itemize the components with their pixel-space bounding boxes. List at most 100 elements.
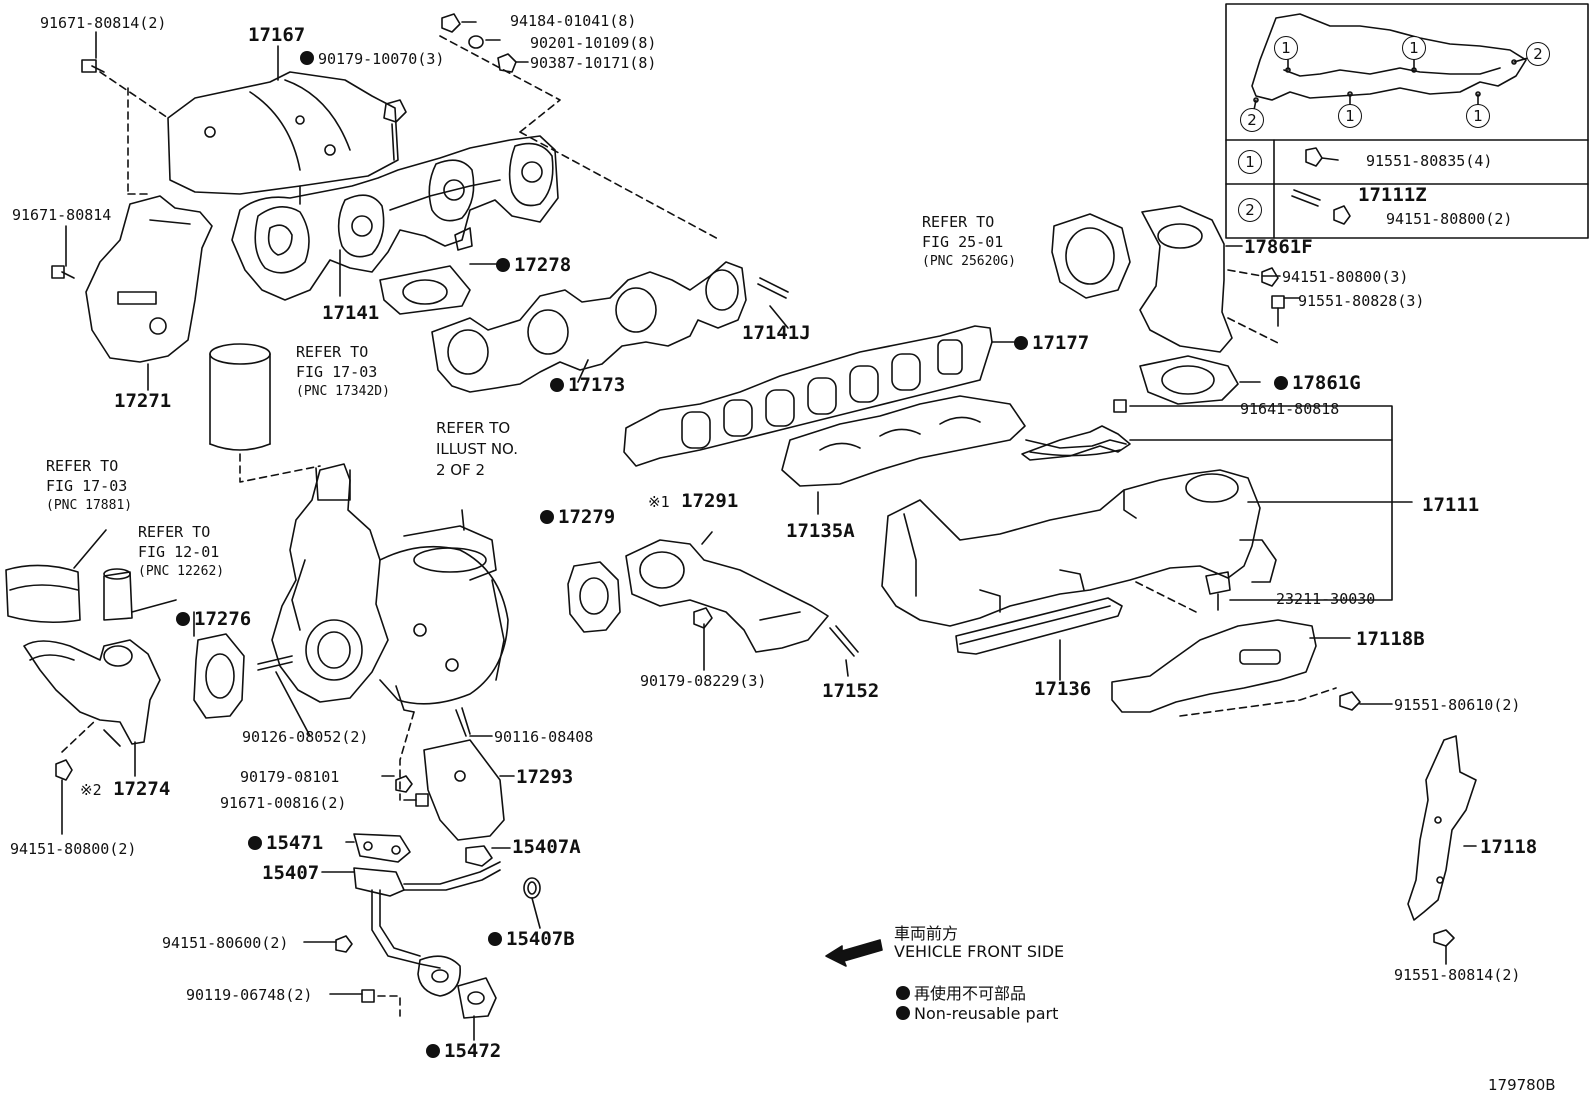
- part-15407[interactable]: 15407: [262, 862, 320, 884]
- legend-text: Non-reusable part: [914, 1004, 1059, 1023]
- inset-box: [1225, 3, 1589, 239]
- part-17141J[interactable]: 17141J: [742, 322, 811, 344]
- non-reusable-dot-icon: [1014, 336, 1028, 350]
- part-15407B[interactable]: 15407B: [488, 928, 575, 950]
- part-17173[interactable]: 17173: [550, 374, 625, 396]
- part-17293[interactable]: 17293: [516, 766, 574, 788]
- inset-part-94151-80800[interactable]: 94151-80800(2): [1386, 210, 1513, 228]
- part-number: 17291: [681, 490, 739, 512]
- refer-note-illust[interactable]: REFER TO ILLUST NO. 2 OF 2: [436, 418, 518, 481]
- sensor-23211-30030: [1205, 571, 1231, 611]
- part-94151-80800-3[interactable]: 94151-80800(3): [1282, 268, 1409, 286]
- refer-note-25620G[interactable]: REFER TO FIG 25-01 (PNC 25620G): [922, 212, 1016, 272]
- plate-17136: [955, 597, 1123, 655]
- part-17141[interactable]: 17141: [322, 302, 380, 324]
- part-91551-80828[interactable]: 91551-80828(3): [1298, 292, 1425, 310]
- part-91641-80818[interactable]: 91641-80818: [1240, 400, 1340, 418]
- refer-note-12262[interactable]: REFER TO FIG 12-01 (PNC 12262): [138, 522, 224, 582]
- part-91551-80814-2[interactable]: 91551-80814(2): [1394, 966, 1521, 984]
- gasket-17861G: [1139, 355, 1239, 405]
- insulator-17118B: [1111, 619, 1317, 713]
- pipe-17342D-ref: [209, 343, 271, 451]
- part-17111[interactable]: 17111: [1422, 494, 1480, 516]
- part-17279[interactable]: 17279: [540, 506, 615, 528]
- part-90387-10171[interactable]: 90387-10171(8): [530, 54, 657, 72]
- part-90179-10070[interactable]: 90179-10070(3): [300, 50, 444, 68]
- part-15471[interactable]: 15471: [248, 832, 323, 854]
- legend-text: 再使用不可部品: [914, 984, 1027, 1003]
- non-reusable-dot-icon: [1274, 376, 1288, 390]
- ref-line-2: FIG 12-01: [138, 543, 220, 561]
- part-90179-08101[interactable]: 90179-08101: [240, 768, 340, 786]
- nut-94151-80600: [335, 935, 353, 953]
- part-94184-01041[interactable]: 94184-01041(8): [510, 12, 637, 30]
- nut-94184: [441, 13, 461, 33]
- hose-17881-ref: [5, 564, 81, 624]
- part-17152[interactable]: 17152: [822, 680, 880, 702]
- part-17118B[interactable]: 17118B: [1356, 628, 1425, 650]
- exhaust-pipe-17291: [625, 539, 829, 653]
- turbocharger: [271, 463, 509, 713]
- non-reusable-dot-icon: [426, 1044, 440, 1058]
- part-15407A[interactable]: 15407A: [512, 836, 581, 858]
- bolt-91671-80814-top: [81, 59, 105, 73]
- part-91671-80814[interactable]: 91671-80814: [12, 206, 112, 224]
- bolt-90119-06748: [361, 989, 375, 1003]
- non-reusable-dot-icon: [176, 612, 190, 626]
- part-17861F[interactable]: 17861F: [1244, 236, 1313, 258]
- inset-row2-num: 2: [1238, 198, 1262, 222]
- part-94151-80800-2[interactable]: 94151-80800(2): [10, 840, 137, 858]
- part-17167[interactable]: 17167: [248, 24, 306, 46]
- part-90126-08052[interactable]: 90126-08052(2): [242, 728, 369, 746]
- part-90119-06748[interactable]: 90119-06748(2): [186, 986, 313, 1004]
- part-17861G[interactable]: 17861G: [1274, 372, 1361, 394]
- part-17271[interactable]: 17271: [114, 390, 172, 412]
- part-number: 17278: [514, 254, 572, 276]
- part-17118[interactable]: 17118: [1480, 836, 1538, 858]
- part-17135A[interactable]: 17135A: [786, 520, 855, 542]
- stay-17118: [1407, 735, 1477, 921]
- exhaust-manifold-17141: [231, 135, 559, 301]
- nut-90179-10070: [383, 99, 407, 123]
- part-91671-00816[interactable]: 91671-00816(2): [220, 794, 347, 812]
- vehicle-front-en: VEHICLE FRONT SIDE: [894, 942, 1065, 961]
- part-17177[interactable]: 17177: [1014, 332, 1089, 354]
- inset-part-91551-80835[interactable]: 91551-80835(4): [1366, 152, 1493, 170]
- part-17291[interactable]: ※1 17291: [648, 490, 738, 513]
- part-17278[interactable]: 17278: [496, 254, 571, 276]
- gasket-15407B: [523, 877, 541, 899]
- stud-17152: [829, 625, 859, 657]
- bolt-91671-00816: [415, 793, 429, 807]
- part-number: 17173: [568, 374, 626, 396]
- bolt-91551-80610: [1339, 691, 1361, 711]
- part-number: 17177: [1032, 332, 1090, 354]
- part-23211-30030[interactable]: 23211-30030: [1276, 590, 1376, 608]
- part-90116-08408[interactable]: 90116-08408: [494, 728, 594, 746]
- part-90179-08229[interactable]: 90179-08229(3): [640, 672, 767, 690]
- non-reusable-jp: 再使用不可部品: [896, 980, 1026, 1004]
- note-mark-1: ※1: [648, 493, 670, 511]
- part-17274[interactable]: ※2 17274: [80, 778, 170, 801]
- heat-insulator-17167: [167, 71, 399, 195]
- bolt-91641-80818: [1113, 399, 1127, 413]
- ref-line-1: REFER TO: [46, 457, 119, 475]
- part-15472[interactable]: 15472: [426, 1040, 501, 1062]
- ref-line-1: REFER TO: [138, 523, 211, 541]
- refer-note-17881[interactable]: REFER TO FIG 17-03 (PNC 17881): [46, 456, 132, 516]
- inset-part-17111Z[interactable]: 17111Z: [1358, 184, 1427, 206]
- inset-callout-1b: 1: [1402, 36, 1426, 60]
- non-reusable-dot-icon: [488, 932, 502, 946]
- intake-manifold-17111: [881, 439, 1277, 627]
- part-number: 17279: [558, 506, 616, 528]
- part-17136[interactable]: 17136: [1034, 678, 1092, 700]
- part-number: 15472: [444, 1040, 502, 1062]
- part-91671-80814-2[interactable]: 91671-80814(2): [40, 14, 167, 32]
- part-91551-80610[interactable]: 91551-80610(2): [1394, 696, 1521, 714]
- part-90201-10109[interactable]: 90201-10109(8): [530, 34, 657, 52]
- inset-row1-num: 1: [1238, 150, 1262, 174]
- refer-note-17342D[interactable]: REFER TO FIG 17-03 (PNC 17342D): [296, 342, 390, 402]
- part-17276[interactable]: 17276: [176, 608, 251, 630]
- part-number: 17276: [194, 608, 252, 630]
- part-94151-80600[interactable]: 94151-80600(2): [162, 934, 289, 952]
- manifold-gasket-17173: [431, 261, 747, 393]
